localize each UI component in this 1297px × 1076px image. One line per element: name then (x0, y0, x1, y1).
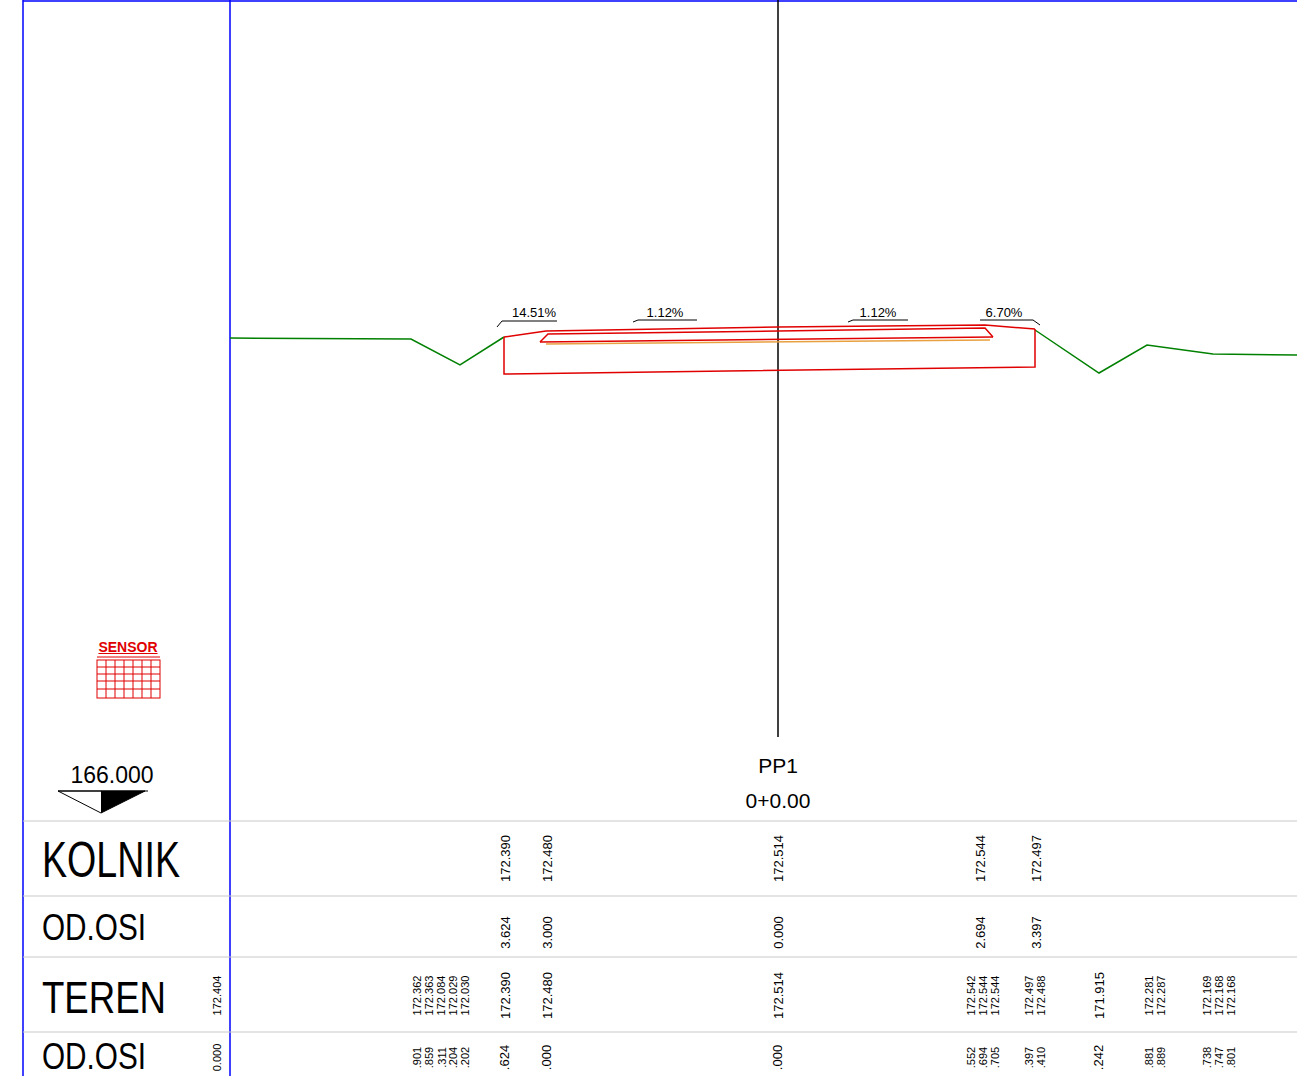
table-value: 172.544 (978, 975, 989, 1015)
table-value: 172.488 (1036, 975, 1047, 1015)
table-rule (23, 896, 1297, 897)
table-value: 3.397 (1029, 916, 1042, 949)
table-value: 172.363 (424, 975, 435, 1015)
frame-line (23, 0, 1297, 2)
slope-label: 1.12% (860, 306, 897, 319)
frame-line (22, 0, 24, 1076)
table-value: 172.168 (1214, 975, 1225, 1015)
table-value: 172.084 (436, 975, 447, 1015)
table-value: .624 (499, 1044, 512, 1069)
slope-marker (848, 320, 908, 322)
table-value: 172.168 (1226, 975, 1237, 1015)
station-label: PP1 (758, 755, 798, 776)
table-value: .204 (448, 1046, 459, 1067)
table-value: .000 (772, 1044, 785, 1069)
road-formation (504, 329, 1035, 374)
table-value: .881 (1144, 1046, 1155, 1067)
table-value: 3.000 (540, 916, 553, 949)
table-value: 172.030 (460, 975, 471, 1015)
table-value: 172.404 (212, 975, 223, 1015)
table-value: 172.287 (1156, 975, 1167, 1015)
slope-label: 1.12% (647, 306, 684, 319)
table-value: 172.390 (499, 835, 512, 882)
table-value: 172.480 (541, 972, 554, 1019)
terrain-line (1035, 330, 1297, 373)
table-value: .000 (541, 1044, 554, 1069)
table-value: 172.029 (448, 975, 459, 1015)
table-value: .747 (1214, 1046, 1225, 1067)
slope-label: 6.70% (986, 306, 1023, 319)
table-value: .410 (1036, 1046, 1047, 1067)
table-value: .242 (1093, 1044, 1106, 1069)
table-value: .311 (437, 1047, 448, 1068)
slope-label: 14.51% (512, 306, 556, 319)
table-rule (23, 821, 1297, 822)
table-value: 172.169 (1202, 975, 1213, 1015)
table-value: 172.281 (1144, 975, 1155, 1015)
table-value: 172.514 (772, 835, 785, 882)
table-value: .397 (1024, 1046, 1035, 1067)
row-header: OD.OSI (42, 1039, 146, 1075)
sensor-logo (97, 657, 160, 698)
table-rule (23, 957, 1297, 958)
table-value: 172.390 (499, 972, 512, 1019)
table-value: 2.694 (973, 916, 986, 949)
table-value: .901 (412, 1046, 423, 1067)
table-value: 172.497 (1030, 835, 1043, 882)
table-value: 0.000 (213, 1043, 224, 1071)
table-value: 172.362 (412, 975, 423, 1015)
table-rule (23, 1032, 1297, 1033)
station-label: 0+0.00 (746, 790, 811, 811)
datum-triangle (58, 791, 148, 813)
table-value: 3.624 (498, 916, 511, 949)
table-value: .801 (1226, 1046, 1237, 1067)
table-value: 0.000 (771, 916, 784, 949)
table-value: .859 (424, 1046, 435, 1067)
row-header: OD.OSI (42, 910, 146, 946)
table-value: 172.542 (966, 975, 977, 1015)
slope-marker (980, 320, 1040, 325)
table-value: .889 (1156, 1046, 1167, 1067)
terrain-line (230, 337, 504, 365)
table-value: .738 (1202, 1046, 1213, 1067)
table-value: 172.514 (772, 972, 785, 1019)
table-value: .552 (966, 1046, 977, 1067)
datum-level: 166.000 (70, 764, 153, 787)
pavement-layer (546, 340, 990, 344)
table-value: 172.480 (541, 835, 554, 882)
slope-marker (633, 320, 697, 322)
logo-text: SENSOR (98, 640, 157, 654)
table-value: .694 (978, 1046, 989, 1067)
table-value: 172.544 (974, 835, 987, 882)
frame-line (229, 0, 231, 1076)
row-header: TEREN (42, 975, 166, 1020)
table-value: 172.544 (990, 975, 1001, 1015)
table-value: .202 (460, 1046, 471, 1067)
row-header: KOLNIK (42, 835, 180, 885)
slope-marker (497, 321, 557, 327)
table-value: 172.497 (1024, 975, 1035, 1015)
table-value: .705 (990, 1046, 1001, 1067)
center-line (777, 0, 779, 737)
table-value: 171.915 (1093, 972, 1106, 1019)
